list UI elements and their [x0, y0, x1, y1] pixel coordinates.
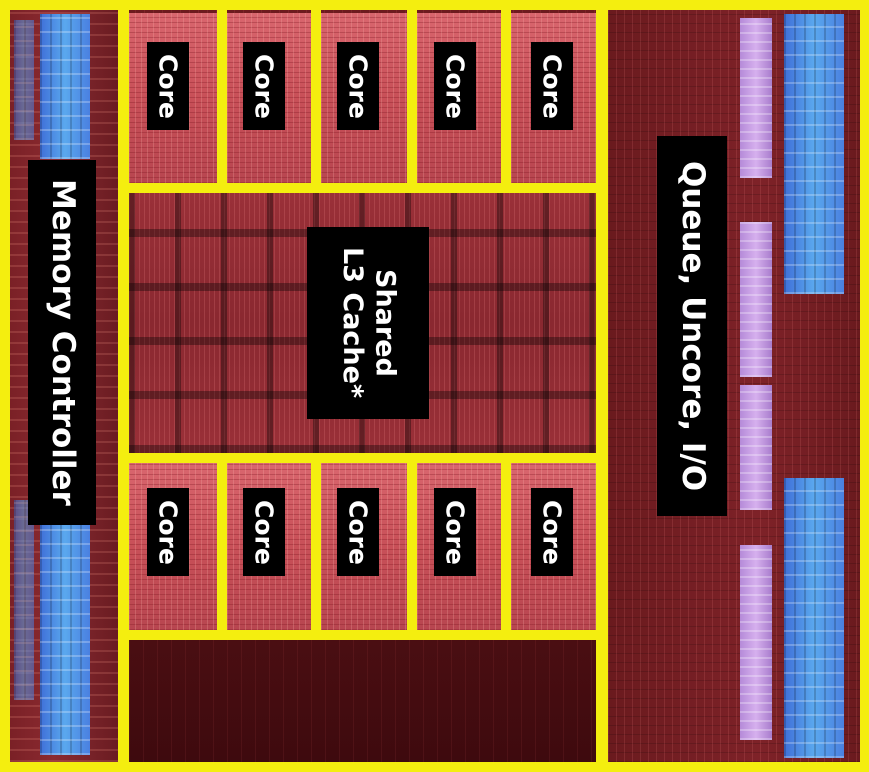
io-stripe	[740, 222, 772, 377]
region-divider	[118, 630, 608, 640]
core-label-text: Core	[440, 499, 470, 565]
core-label-bottom-3: Core	[337, 488, 379, 576]
memory-controller-label: Memory Controller	[28, 160, 96, 525]
shared-l3-cache-text: Shared L3 Cache*	[336, 247, 401, 399]
io-stripe	[784, 478, 844, 758]
core-divider	[217, 0, 227, 193]
core-label-text: Core	[153, 53, 183, 119]
core-divider	[311, 0, 321, 193]
die-outline	[0, 0, 869, 10]
core-label-top-3: Core	[337, 42, 379, 130]
core-divider	[217, 453, 227, 640]
region-divider	[118, 183, 608, 193]
shared-l3-cache-label: Shared L3 Cache*	[307, 227, 429, 419]
memory-io-stripe	[40, 480, 90, 755]
core-label-top-4: Core	[434, 42, 476, 130]
io-stripe	[740, 385, 772, 510]
core-divider	[501, 0, 511, 193]
core-label-bottom-5: Core	[531, 488, 573, 576]
memory-controller-text: Memory Controller	[44, 179, 81, 506]
shared-l3-cache-line-2: L3 Cache*	[337, 247, 368, 399]
core-label-text: Core	[440, 53, 470, 119]
io-stripe	[740, 18, 772, 178]
die-outline	[0, 0, 10, 772]
core-label-text: Core	[343, 53, 373, 119]
memory-io-stripe	[40, 14, 90, 159]
core-divider	[407, 0, 417, 193]
core-label-text: Core	[153, 499, 183, 565]
memory-io-stripe	[14, 500, 34, 700]
lower-unlabeled-region	[129, 640, 596, 762]
core-label-text: Core	[249, 499, 279, 565]
core-label-text: Core	[537, 53, 567, 119]
die-outline	[0, 762, 869, 772]
core-label-text: Core	[249, 53, 279, 119]
queue-uncore-io-label: Queue, Uncore, I/O	[657, 136, 727, 516]
core-label-top-1: Core	[147, 42, 189, 130]
region-divider	[596, 0, 608, 772]
core-divider	[311, 453, 321, 640]
region-divider	[118, 453, 608, 463]
io-stripe	[784, 14, 844, 294]
queue-uncore-io-text: Queue, Uncore, I/O	[674, 160, 711, 492]
memory-io-stripe	[14, 20, 34, 140]
shared-l3-cache-line-1: Shared	[369, 269, 401, 377]
core-label-top-2: Core	[243, 42, 285, 130]
core-label-bottom-4: Core	[434, 488, 476, 576]
core-label-bottom-1: Core	[147, 488, 189, 576]
core-divider	[501, 453, 511, 640]
core-label-text: Core	[343, 499, 373, 565]
io-stripe	[740, 545, 772, 740]
core-label-top-5: Core	[531, 42, 573, 130]
core-label-bottom-2: Core	[243, 488, 285, 576]
region-divider	[118, 0, 129, 772]
core-divider	[407, 453, 417, 640]
die-outline	[860, 0, 869, 772]
core-label-text: Core	[537, 499, 567, 565]
